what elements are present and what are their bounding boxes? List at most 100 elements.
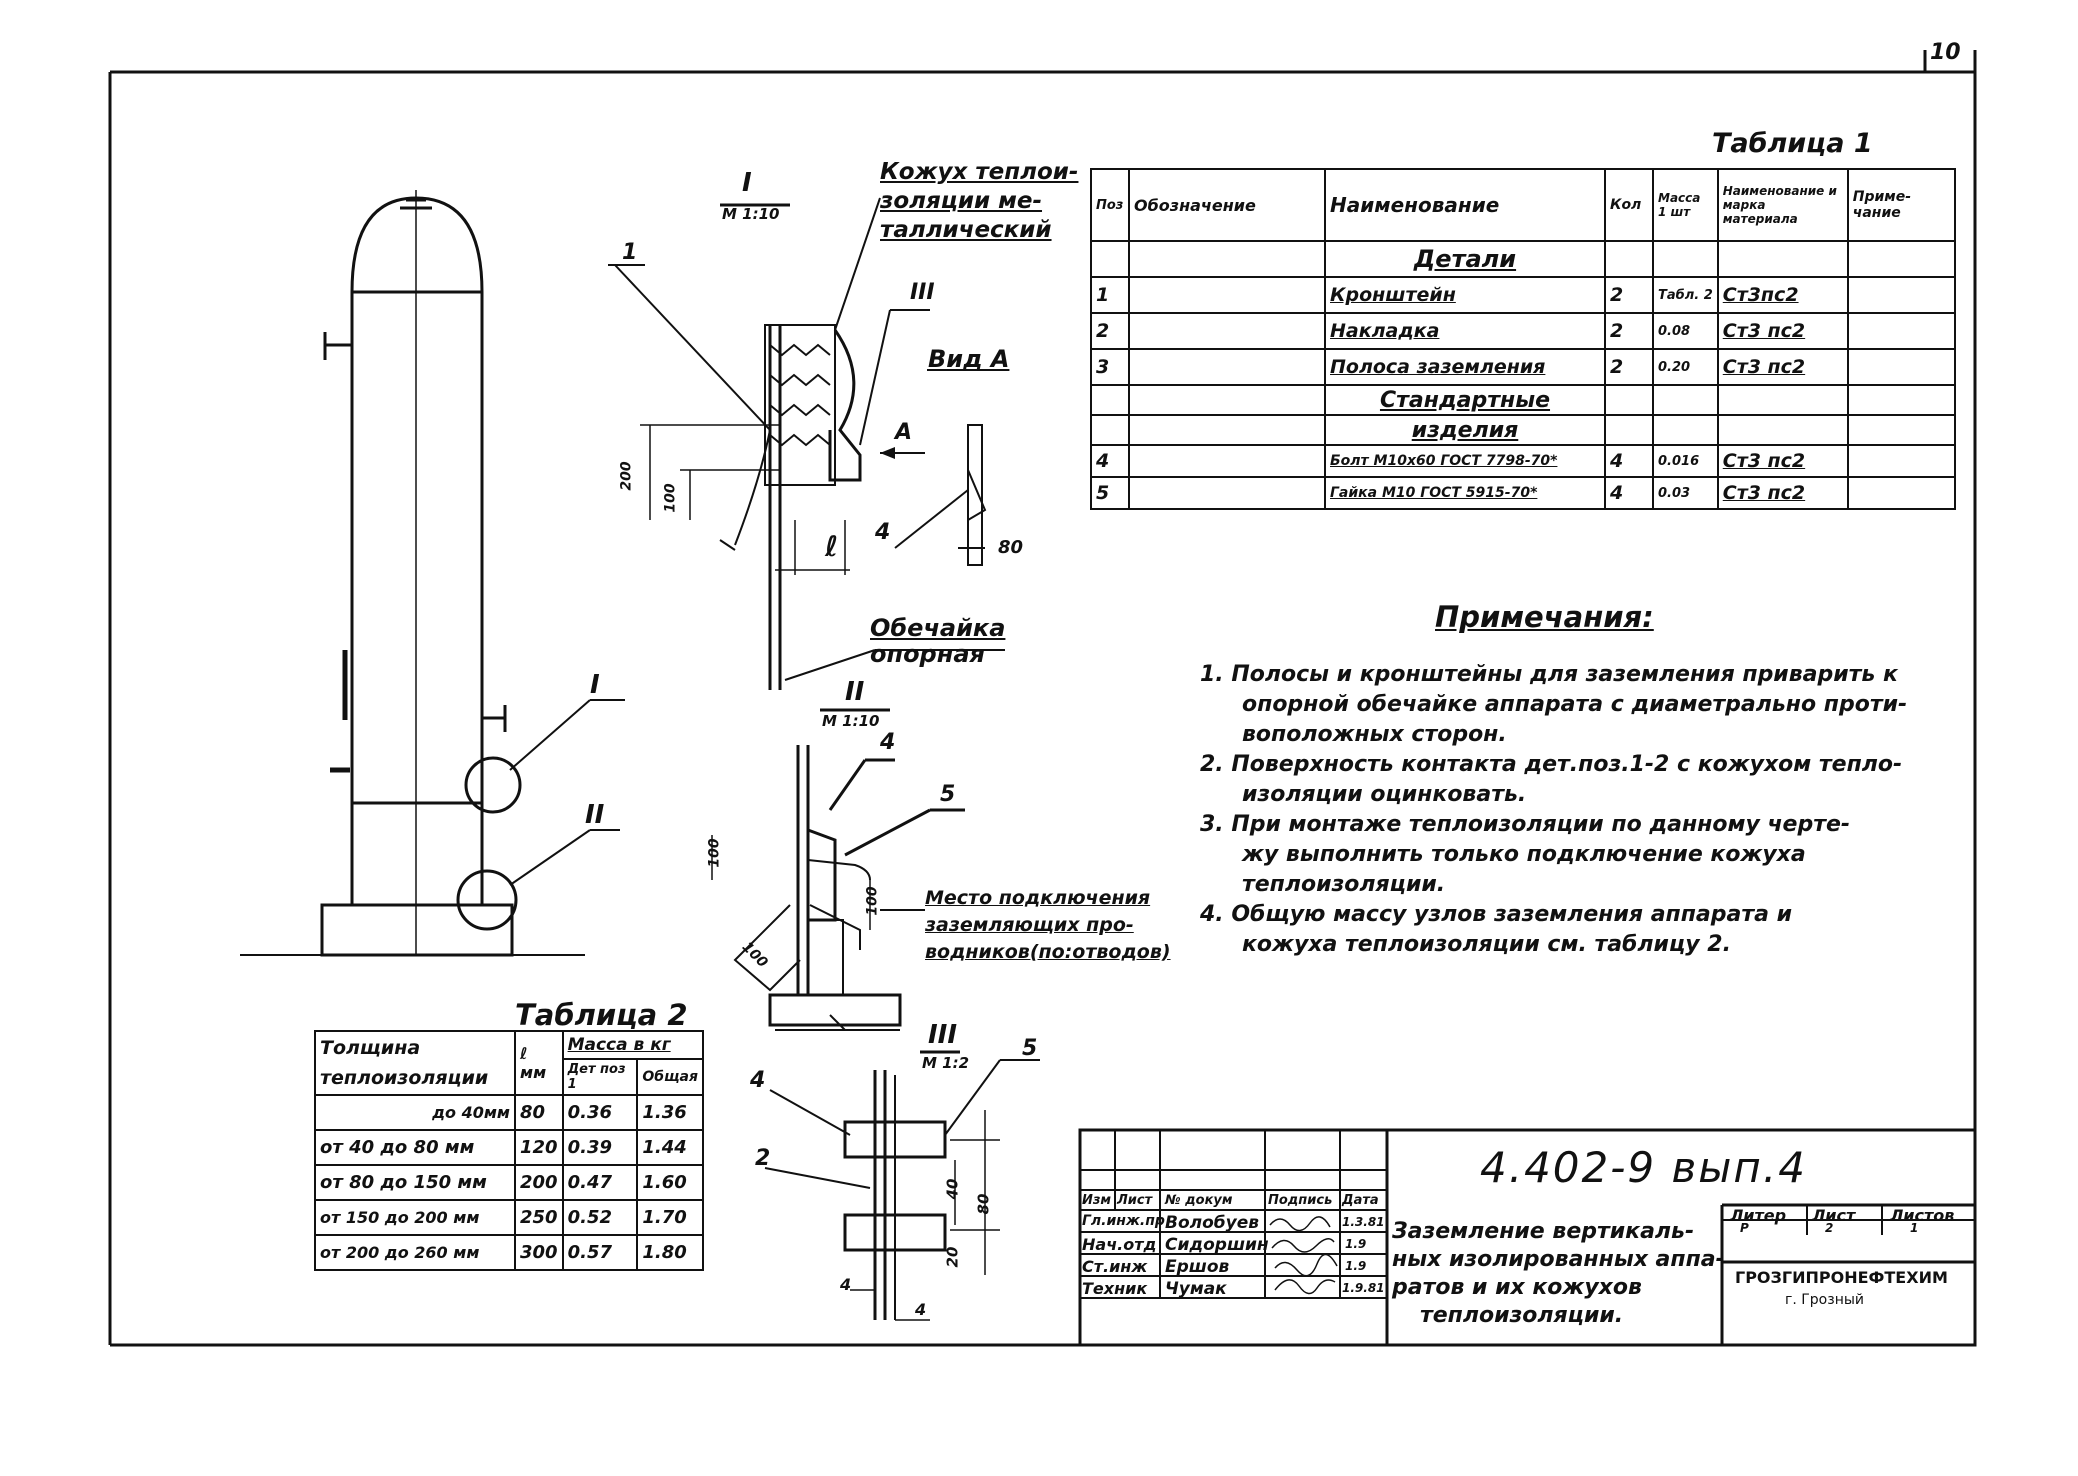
t1-section-details: Детали <box>1324 240 1606 278</box>
t1-r2-pos: 2 <box>1090 312 1130 350</box>
dim-80-III: 80 <box>974 1193 993 1215</box>
t1-r2-kol: 2 <box>1604 312 1654 350</box>
stamp-person: Волобуев <box>1165 1213 1260 1233</box>
callout-kozhukh-line2: золяции ме- <box>880 188 1043 214</box>
dim-4-right: 4 <box>915 1300 927 1319</box>
stamp-date: 1.3.81 <box>1342 1215 1385 1229</box>
t1-r3-mat: Ст3 пс2 <box>1716 348 1849 386</box>
doc-title-line4: теплоизоляции. <box>1420 1303 1624 1328</box>
t1-r5-name: Гайка М10 ГОСТ 5915-70* <box>1324 476 1606 510</box>
stamp-date: 1.9 <box>1345 1259 1367 1273</box>
stamp-person: Сидоршин <box>1165 1235 1269 1255</box>
stamp-litera: Литер <box>1730 1206 1787 1225</box>
callout-kozhukh: Кожух теплои- золяции ме- таллический <box>880 158 1078 245</box>
t2-r1-det: 0.36 <box>561 1094 639 1131</box>
table-row: от 150 до 200 мм 250 0.52 1.70 <box>314 1199 704 1236</box>
dim-100: 100 <box>662 483 679 513</box>
vid-A-drawing <box>894 369 987 566</box>
pos-4-label-II: 4 <box>880 730 896 755</box>
t1-r4-mat: Ст3 пс2 <box>1716 444 1849 478</box>
table2-subheader: Дет поз 1 Общая <box>315 1058 704 1096</box>
view-I-label: I <box>742 168 752 198</box>
t1-h-material: Наименование и марка материала <box>1716 168 1849 242</box>
note-line: изоляции оцинковать. <box>1242 782 1527 807</box>
callout-mesto-line2: заземляющих про- <box>925 914 1134 936</box>
stamp-h-list: Лист <box>1117 1193 1153 1208</box>
dim-40: 40 <box>943 1178 962 1200</box>
stamp-listov: Листов <box>1890 1206 1955 1225</box>
pos-5-label-II: 5 <box>940 782 956 807</box>
table-row: от 80 до 150 мм 200 0.47 1.60 <box>314 1164 704 1201</box>
detail-III-drawing <box>764 1050 1040 1321</box>
t2-h-det: Дет поз 1 <box>561 1058 639 1096</box>
t1-r2-massa: 0.08 <box>1652 312 1719 350</box>
callout-kozhukh-line3: таллический <box>880 217 1052 243</box>
stamp-list-v: 2 <box>1825 1221 1834 1235</box>
t2-r1-l: 80 <box>514 1094 564 1131</box>
leader-II-label: II <box>585 800 605 830</box>
stamp-date: 1.9 <box>1345 1237 1367 1251</box>
pos-4-label-III: 4 <box>750 1068 766 1093</box>
view-II-label: II <box>845 677 865 707</box>
dim-200: 200 <box>618 461 635 491</box>
stamp-role: Техник <box>1082 1279 1148 1298</box>
arrow-A-label: A <box>895 420 913 445</box>
t2-r2-det: 0.39 <box>561 1129 639 1166</box>
vessel <box>240 190 625 957</box>
note-line: 2. Поверхность контакта дет.поз.1-2 с ко… <box>1200 752 1903 777</box>
table2-header: Толщина теплоизоляции ℓ мм Масса в кг <box>314 1030 705 1096</box>
table1-header: Поз Обозначение Наименование Кол Масса 1… <box>1090 168 1957 242</box>
t1-r5-mat: Ст3 пс2 <box>1716 476 1849 510</box>
t2-r1-total: 1.36 <box>636 1094 704 1131</box>
pos-5-label-III: 5 <box>1022 1036 1038 1061</box>
t1-r1-kol: 2 <box>1604 276 1654 314</box>
stamp-date: 1.9.81 <box>1342 1281 1385 1295</box>
table2-title: Таблица 2 <box>515 998 688 1032</box>
t2-r5-det: 0.57 <box>561 1234 639 1271</box>
weld-4-label: 4 <box>875 520 891 545</box>
stamp-litera-v: Р <box>1740 1221 1749 1235</box>
doc-title-line1: Заземление вертикаль- <box>1392 1219 1695 1244</box>
stamp-h-dokum: № докум <box>1165 1193 1233 1208</box>
table-row: от 40 до 80 мм 120 0.39 1.44 <box>314 1129 704 1166</box>
dim-l-label: ℓ <box>825 530 839 563</box>
note-line: кожуха теплоизоляции см. таблицу 2. <box>1242 932 1731 957</box>
t1-r3-name: Полоса заземления <box>1324 348 1606 386</box>
callout-obechaika-line2: опорная <box>870 640 985 668</box>
table-row: 3 Полоса заземления 2 0.20 Ст3 пс2 <box>1090 348 1957 386</box>
t1-h-name: Наименование <box>1324 168 1606 242</box>
leader-I-label: I <box>590 670 600 700</box>
dim-20: 20 <box>943 1246 962 1268</box>
t1-r4-name: Болт М10х60 ГОСТ 7798-70* <box>1324 444 1606 478</box>
leader-III-label: III <box>910 280 935 305</box>
detail-I-drawing <box>608 197 1005 690</box>
note-line: 1. Полосы и кронштейны для заземления пр… <box>1200 662 1898 687</box>
stamp-org: ГРОЗГИПРОНЕФТЕХИМ <box>1735 1268 1948 1287</box>
t1-r3-massa: 0.20 <box>1652 348 1719 386</box>
t1-r3-pos: 3 <box>1090 348 1130 386</box>
dim-100-II-right: 100 <box>864 886 881 916</box>
t2-h-total: Общая <box>636 1058 704 1096</box>
t1-h-massa: Масса 1 шт <box>1652 168 1719 242</box>
table-row: от 200 до 260 мм 300 0.57 1.80 <box>314 1234 704 1271</box>
t1-r5-pos: 5 <box>1090 476 1130 510</box>
t1-r1-pos: 1 <box>1090 276 1130 314</box>
view-I-scale: М 1:10 <box>722 205 780 223</box>
stamp-role: Ст.инж <box>1082 1257 1148 1276</box>
t1-r2-name: Накладка <box>1324 312 1606 350</box>
view-II-scale: М 1:10 <box>822 712 880 730</box>
callout-kozhukh-line1: Кожух теплои- <box>880 159 1079 185</box>
t1-r1-name: Кронштейн <box>1324 276 1606 314</box>
callout-mesto-line1: Место подключения <box>925 887 1151 909</box>
t2-r3-l: 200 <box>514 1164 564 1201</box>
stamp-role: Нач.отд <box>1082 1235 1157 1254</box>
vid-A-label: Вид А <box>928 345 1010 373</box>
t2-h-thick: Толщина теплоизоляции <box>314 1030 516 1096</box>
t2-r4-total: 1.70 <box>636 1199 704 1236</box>
t1-r5-kol: 4 <box>1604 476 1654 510</box>
dim-4-left: 4 <box>840 1275 852 1294</box>
t1-r5-massa: 0.03 <box>1652 476 1719 510</box>
callout-mesto: Место подключения заземляющих про- водни… <box>925 885 1171 966</box>
detail-II-drawing <box>711 708 965 1031</box>
